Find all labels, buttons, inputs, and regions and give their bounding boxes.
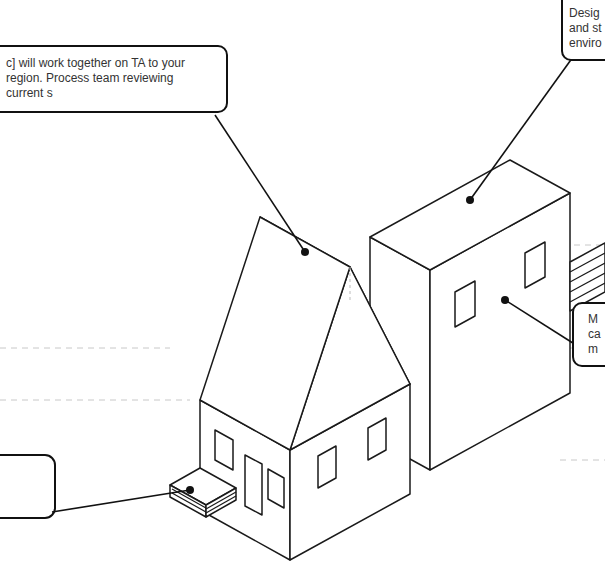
callout-box bbox=[0, 455, 55, 518]
porch-edge bbox=[206, 488, 236, 517]
callout-box: M ca m bbox=[572, 302, 605, 367]
porch-steps bbox=[172, 489, 236, 513]
window bbox=[215, 430, 233, 470]
leader-dots bbox=[186, 196, 509, 494]
window bbox=[455, 281, 475, 327]
window bbox=[525, 242, 545, 288]
window bbox=[268, 469, 284, 508]
stair-treads bbox=[570, 253, 605, 302]
porch-edge bbox=[170, 485, 206, 517]
callout-text: Desig and st enviro bbox=[569, 6, 603, 51]
callout-text: M ca m bbox=[588, 312, 605, 357]
door bbox=[245, 455, 262, 515]
stairs bbox=[570, 243, 605, 311]
callout-box: c] will work together on TA to your regi… bbox=[0, 45, 228, 113]
leader-lines bbox=[52, 50, 578, 512]
ridge-guide bbox=[350, 267, 351, 300]
callout-box: Desig and st enviro bbox=[561, 0, 605, 61]
roof-slope bbox=[200, 217, 350, 450]
window bbox=[368, 418, 386, 460]
window bbox=[318, 446, 336, 488]
callout-text: c] will work together on TA to your regi… bbox=[6, 56, 212, 101]
